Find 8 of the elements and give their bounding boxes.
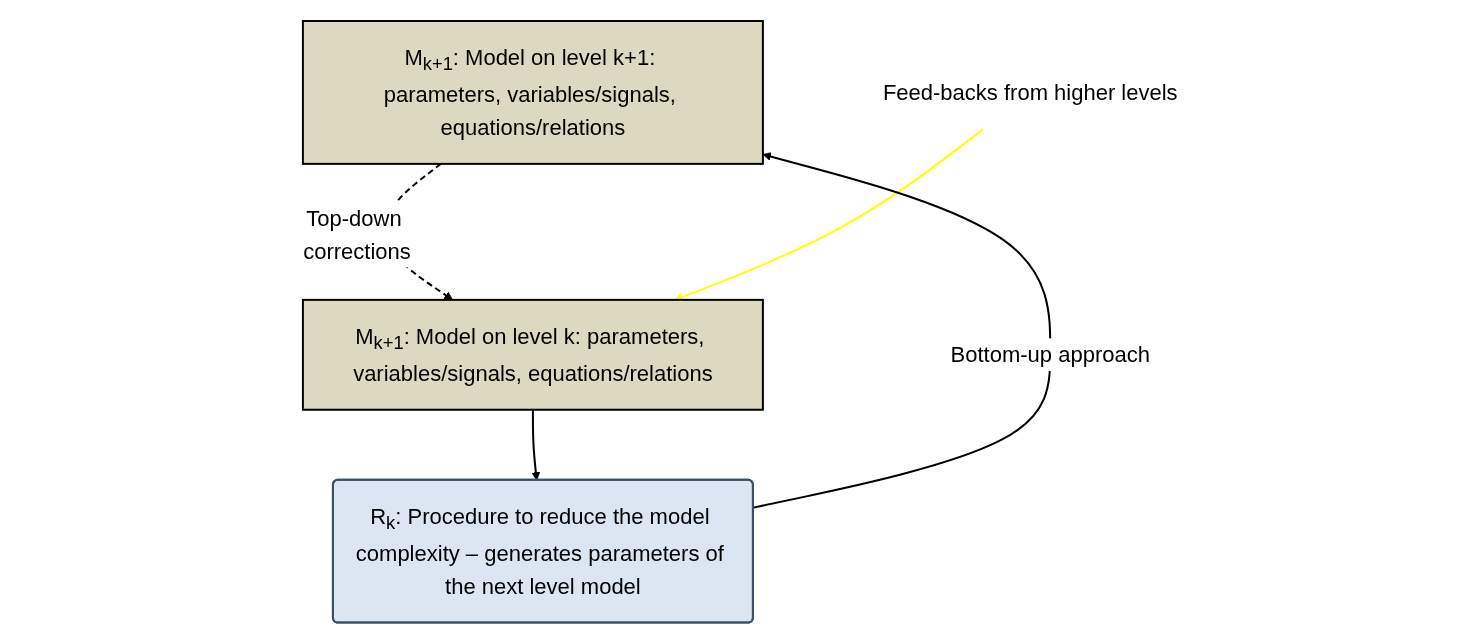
arrow [674,127,984,301]
node-text: Feed-backs from higher levels [882,79,1178,105]
edge-label: Bottom-up approach [950,341,1150,367]
node-box: M$_{k+1}$: Model on level k+1: parameters, variables/signals, equations/relations [301,19,764,165]
arrow [531,408,540,481]
edge-label: Top-down corrections [302,205,411,264]
arrow [752,151,1051,509]
node-box: M$_{k+1}$: Model on level k: parameters, variables/signals, equations/relations [301,298,764,411]
